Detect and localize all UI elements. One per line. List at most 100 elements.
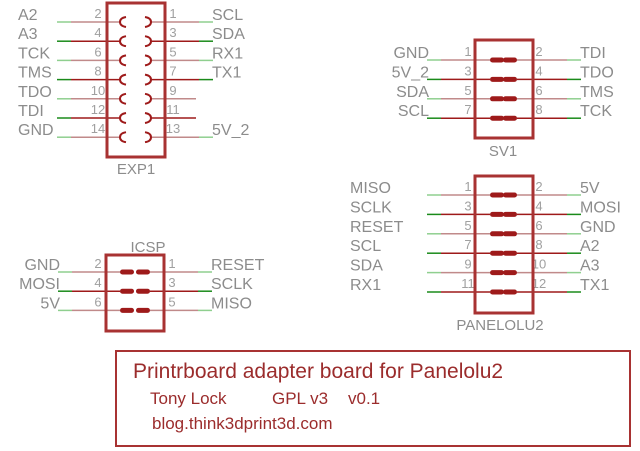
header-pin-right-icon <box>503 250 517 256</box>
socket-pin-right-icon <box>144 35 153 48</box>
pin-number-right: 8 <box>535 102 542 117</box>
pin-number-left: 12 <box>91 102 105 117</box>
signal-label-right: A3 <box>580 258 600 275</box>
header-pin-left-icon <box>490 289 504 295</box>
header-pin-left-icon <box>120 269 134 275</box>
connector-outline <box>473 38 535 140</box>
signal-label-right: SCL <box>212 7 243 24</box>
pin-number-left: 7 <box>464 102 471 117</box>
connector-outline <box>104 253 166 333</box>
socket-pin-right-icon <box>144 73 153 86</box>
license-text: GPL v3 <box>272 389 328 408</box>
title-block-frame <box>115 350 631 447</box>
signal-label-left: MISO <box>350 180 391 197</box>
signal-label-left: TMS <box>18 65 52 82</box>
header-pin-left-icon <box>490 192 504 198</box>
pin-number-right: 4 <box>535 63 542 78</box>
header-pin-right-icon <box>503 76 517 82</box>
signal-label-left: RX1 <box>350 277 381 294</box>
pin-number-left: 9 <box>464 257 471 272</box>
signal-label-left: 5V <box>40 295 60 312</box>
signal-label-right: TX1 <box>212 65 241 82</box>
pin-number-left: 2 <box>94 256 101 271</box>
socket-pin-right-icon <box>144 112 153 124</box>
header-pin-right-icon <box>503 289 517 295</box>
board-title: Printrboard adapter board for Panelolu2 <box>133 360 503 383</box>
signal-label-right: MISO <box>211 295 252 312</box>
signal-label-left: SCLK <box>350 199 392 216</box>
pin-number-right: 13 <box>166 121 180 136</box>
pin-number-left: 6 <box>94 44 101 59</box>
signal-label-right: TX1 <box>580 277 609 294</box>
author-text: Tony Lock <box>150 389 227 408</box>
signal-label-left: A2 <box>18 7 38 24</box>
socket-pin-left-icon <box>118 16 127 28</box>
title-block: Printrboard adapter board for Panelolu2 … <box>115 350 631 447</box>
header-pin-right-icon <box>503 96 517 102</box>
pin-number-right: 5 <box>168 294 175 309</box>
signal-label-left: GND <box>18 122 54 139</box>
pin-number-right: 8 <box>535 237 542 252</box>
pin-number-left: 5 <box>464 83 471 98</box>
signal-label-right: GND <box>580 219 616 236</box>
signal-label-right: TCK <box>580 103 612 120</box>
signal-label-right: 5V <box>580 180 600 197</box>
connector-outline <box>105 1 167 159</box>
connector-outline <box>473 174 535 315</box>
connector-name: ICSP <box>130 239 165 256</box>
pin-number-left: 1 <box>464 44 471 59</box>
pin-number-right: 5 <box>169 44 176 59</box>
signal-label-left: RESET <box>350 219 404 236</box>
header-pin-left-icon <box>120 307 134 313</box>
header-pin-left-icon <box>490 115 504 121</box>
header-pin-left-icon <box>490 270 504 276</box>
signal-label-left: MOSI <box>19 276 60 293</box>
version-text: v0.1 <box>348 389 380 408</box>
signal-label-left: GND <box>393 45 429 62</box>
signal-label-left: A3 <box>18 26 38 43</box>
signal-label-left: GND <box>24 257 60 274</box>
pin-number-left: 3 <box>464 198 471 213</box>
signal-label-right: SCLK <box>211 276 253 293</box>
signal-label-right: MOSI <box>580 199 621 216</box>
header-pin-right-icon <box>136 307 150 313</box>
signal-label-left: SCL <box>398 103 429 120</box>
pin-number-left: 3 <box>464 63 471 78</box>
pin-number-right: 3 <box>169 25 176 40</box>
signal-label-left: 5V_2 <box>392 64 429 81</box>
socket-pin-left-icon <box>118 131 127 144</box>
signal-label-left: TDI <box>18 103 44 120</box>
header-pin-left-icon <box>490 76 504 82</box>
pin-number-right: 3 <box>168 275 175 290</box>
pin-number-right: 6 <box>535 218 542 233</box>
header-pin-right-icon <box>503 270 517 276</box>
header-pin-left-icon <box>490 231 504 237</box>
header-pin-left-icon <box>490 96 504 102</box>
socket-pin-right-icon <box>144 131 153 144</box>
socket-pin-left-icon <box>118 73 127 86</box>
header-pin-right-icon <box>503 57 517 63</box>
header-pin-right-icon <box>136 269 150 275</box>
signal-label-right: TDI <box>580 45 606 62</box>
socket-pin-left-icon <box>118 112 127 124</box>
signal-label-right: TMS <box>580 84 614 101</box>
pin-number-left: 4 <box>94 275 101 290</box>
signal-label-left: SCL <box>350 238 381 255</box>
pin-number-left: 6 <box>94 294 101 309</box>
connector-name: SV1 <box>489 143 517 160</box>
socket-pin-right-icon <box>144 16 153 28</box>
website-text: blog.think3dprint3d.com <box>152 414 333 433</box>
header-pin-right-icon <box>503 231 517 237</box>
signal-label-right: RX1 <box>212 45 243 62</box>
pin-number-left: 4 <box>94 25 101 40</box>
pin-number-left: 1 <box>464 179 471 194</box>
pin-number-left: 7 <box>464 237 471 252</box>
signal-label-right: TDO <box>580 64 614 81</box>
header-pin-right-icon <box>503 211 517 217</box>
socket-pin-left-icon <box>118 35 127 48</box>
pin-number-right: 11 <box>166 102 180 117</box>
